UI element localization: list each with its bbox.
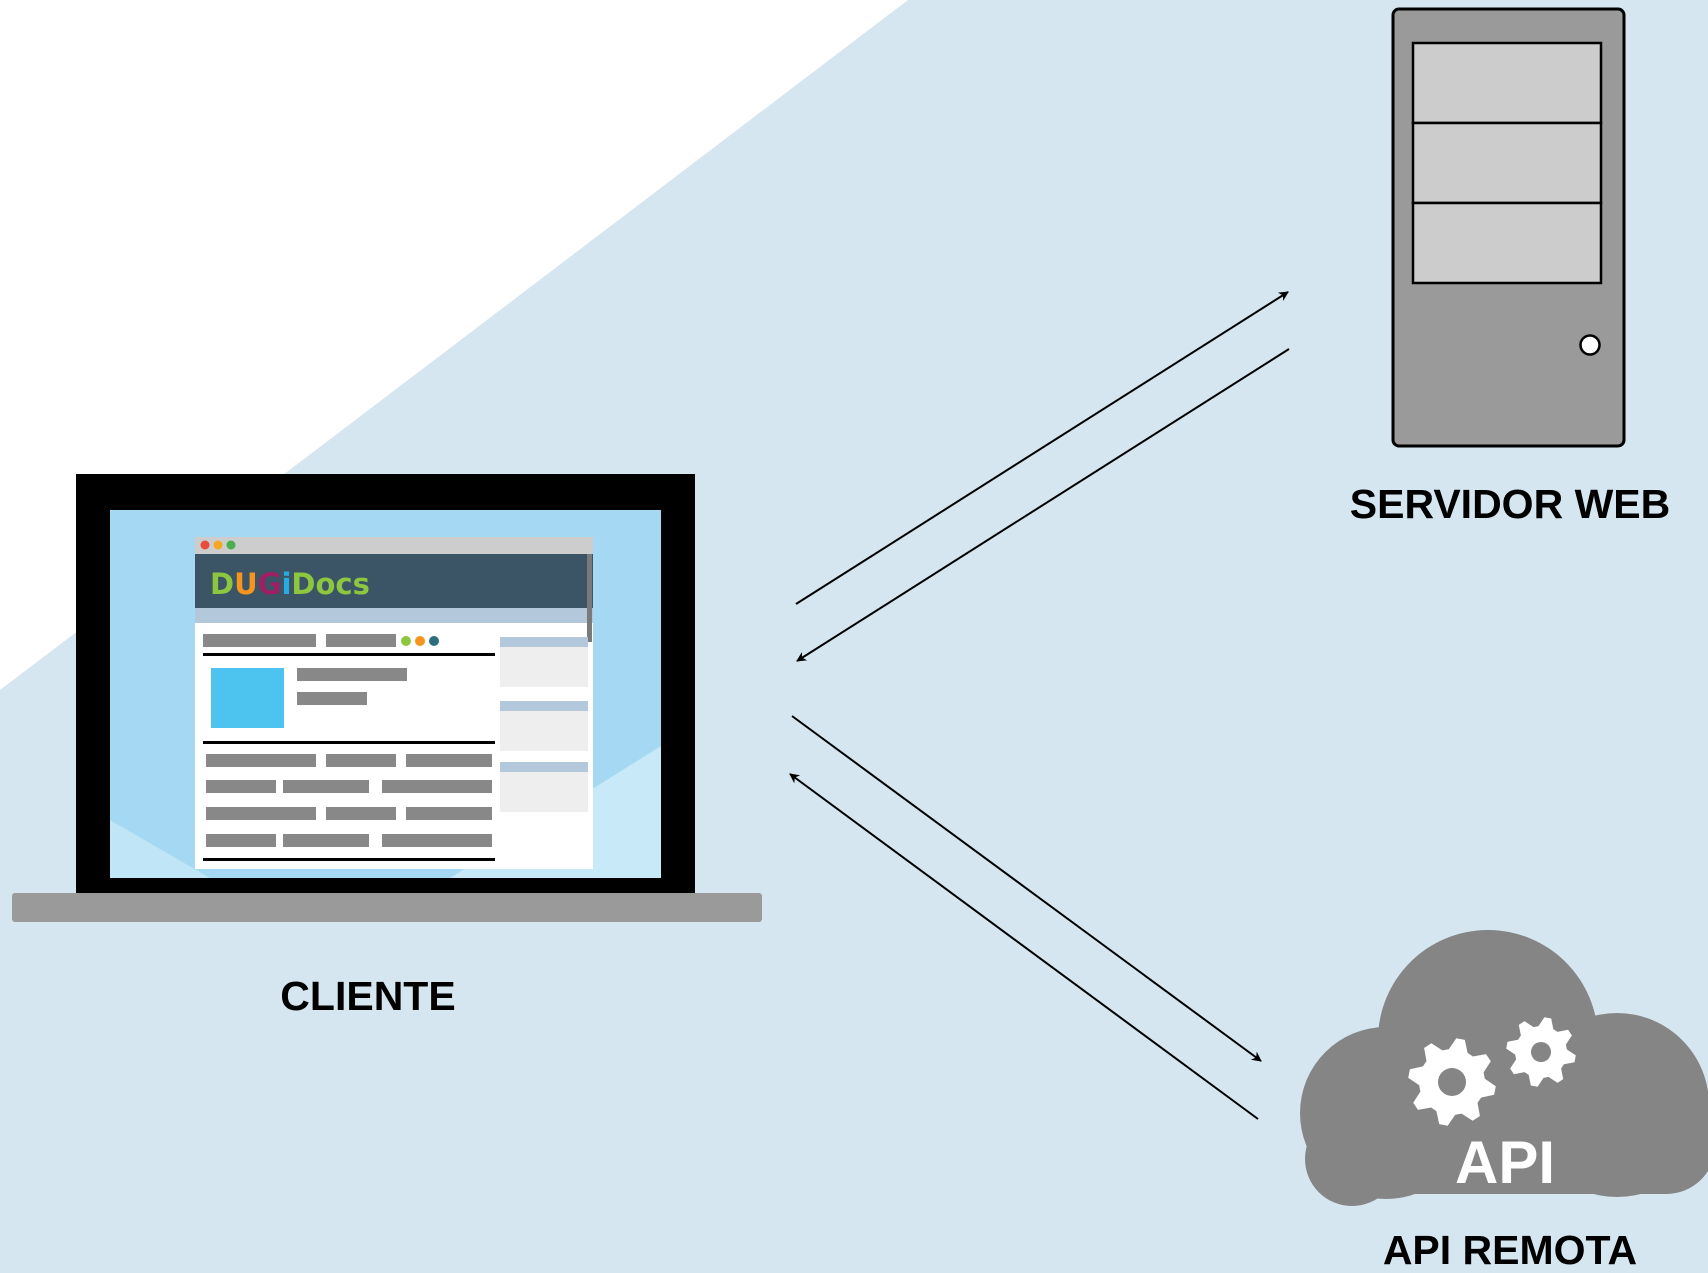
gear-icon	[1506, 1017, 1576, 1087]
arrow-api-to-client	[789, 773, 1259, 1120]
sidebar-widget-header	[500, 762, 588, 772]
placeholder-bar	[297, 668, 407, 681]
client-label: CLIENTE	[280, 973, 456, 1019]
placeholder-bar	[406, 807, 492, 820]
laptop-base	[12, 893, 762, 922]
server-power-button	[1579, 334, 1601, 356]
site-nav-bar	[195, 608, 593, 623]
cloud-api-text: API	[1455, 1129, 1555, 1196]
content-thumbnail	[211, 668, 284, 728]
status-dot	[429, 636, 439, 646]
window-dot-maximize	[226, 540, 236, 550]
placeholder-bar	[283, 780, 369, 793]
site-brand-logo: DUGiDocs	[210, 567, 370, 601]
placeholder-bar	[326, 807, 396, 820]
gear-icon	[1408, 1038, 1496, 1126]
server-drive-bay-1	[1411, 41, 1603, 125]
window-dot-minimize	[213, 540, 223, 550]
browser-scrollbar	[587, 554, 592, 642]
placeholder-bar	[382, 834, 492, 847]
sidebar-widget	[500, 647, 588, 687]
laptop-screen-glare-2	[110, 820, 210, 878]
divider	[203, 653, 495, 656]
placeholder-bar	[203, 634, 316, 647]
placeholder-bar	[297, 692, 367, 705]
arrow-client-to-api	[791, 715, 1262, 1062]
placeholder-bar	[326, 634, 396, 647]
status-dot	[415, 636, 425, 646]
arrow-server-to-client	[796, 348, 1290, 662]
placeholder-bar	[382, 780, 492, 793]
divider	[203, 858, 495, 861]
api-label: API REMOTA	[1382, 1227, 1638, 1273]
server-drive-bay-3	[1411, 201, 1603, 285]
placeholder-bar	[283, 834, 369, 847]
arrow-client-to-server	[795, 291, 1289, 605]
laptop-icon: DUGiDocs	[12, 474, 762, 922]
placeholder-bar	[206, 834, 276, 847]
server-drive-bay-2	[1411, 121, 1603, 205]
status-dot	[401, 636, 411, 646]
sidebar-widget	[500, 772, 588, 812]
placeholder-bar	[406, 754, 492, 767]
browser-site-header	[195, 554, 593, 608]
placeholder-bar	[326, 754, 396, 767]
server-icon	[1391, 7, 1626, 448]
sidebar-widget-header	[500, 701, 588, 711]
browser-titlebar	[195, 537, 593, 554]
sidebar-widget-header	[500, 637, 588, 647]
sidebar-widget	[500, 711, 588, 751]
placeholder-bar	[206, 780, 276, 793]
placeholder-bar	[206, 807, 316, 820]
browser-window: DUGiDocs	[195, 537, 593, 869]
placeholder-bar	[206, 754, 316, 767]
divider	[203, 741, 495, 744]
server-label: SERVIDOR WEB	[1349, 481, 1671, 527]
window-dot-close	[200, 540, 210, 550]
